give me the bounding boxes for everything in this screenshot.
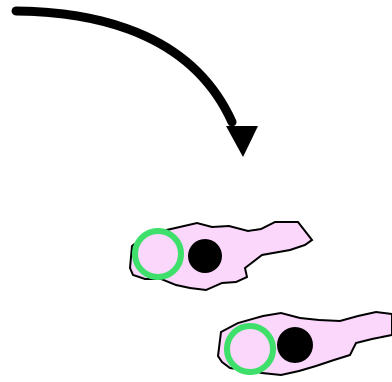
nucleus <box>277 327 313 363</box>
cell-lower <box>218 312 392 375</box>
cell-upper <box>130 222 312 290</box>
curved-arrow <box>16 11 258 157</box>
arrow-head <box>226 126 258 157</box>
arrow-shaft <box>16 11 232 122</box>
nucleus <box>188 239 222 273</box>
